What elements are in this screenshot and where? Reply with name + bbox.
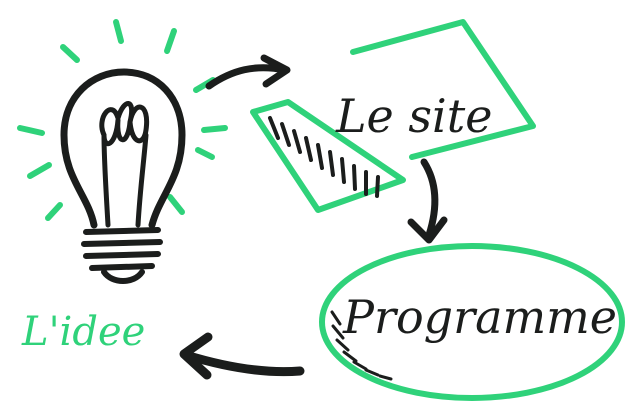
site-page-shape: [250, 19, 536, 213]
site-page-outline: [350, 19, 536, 160]
filament-stem-right: [135, 132, 149, 228]
idea-label: L'idee: [21, 309, 145, 355]
filament-coil: [99, 101, 150, 147]
filament-stem-left: [101, 132, 111, 228]
bulb-glass: [60, 68, 186, 229]
lightbulb-icon: [17, 19, 228, 284]
glow-rays: [17, 19, 228, 221]
arrow-site-to-program: [407, 158, 448, 244]
site-label: Le site: [335, 89, 492, 143]
bulb-base: [81, 227, 163, 284]
arrow-idea-to-site: [205, 54, 291, 90]
program-hatching: [330, 310, 393, 381]
arrow-program-to-idea: [179, 332, 305, 380]
site-page-fold: [250, 99, 406, 213]
program-ellipse: [319, 243, 625, 401]
site-page-hatching: [268, 116, 380, 198]
program-label: Programme: [342, 290, 617, 344]
